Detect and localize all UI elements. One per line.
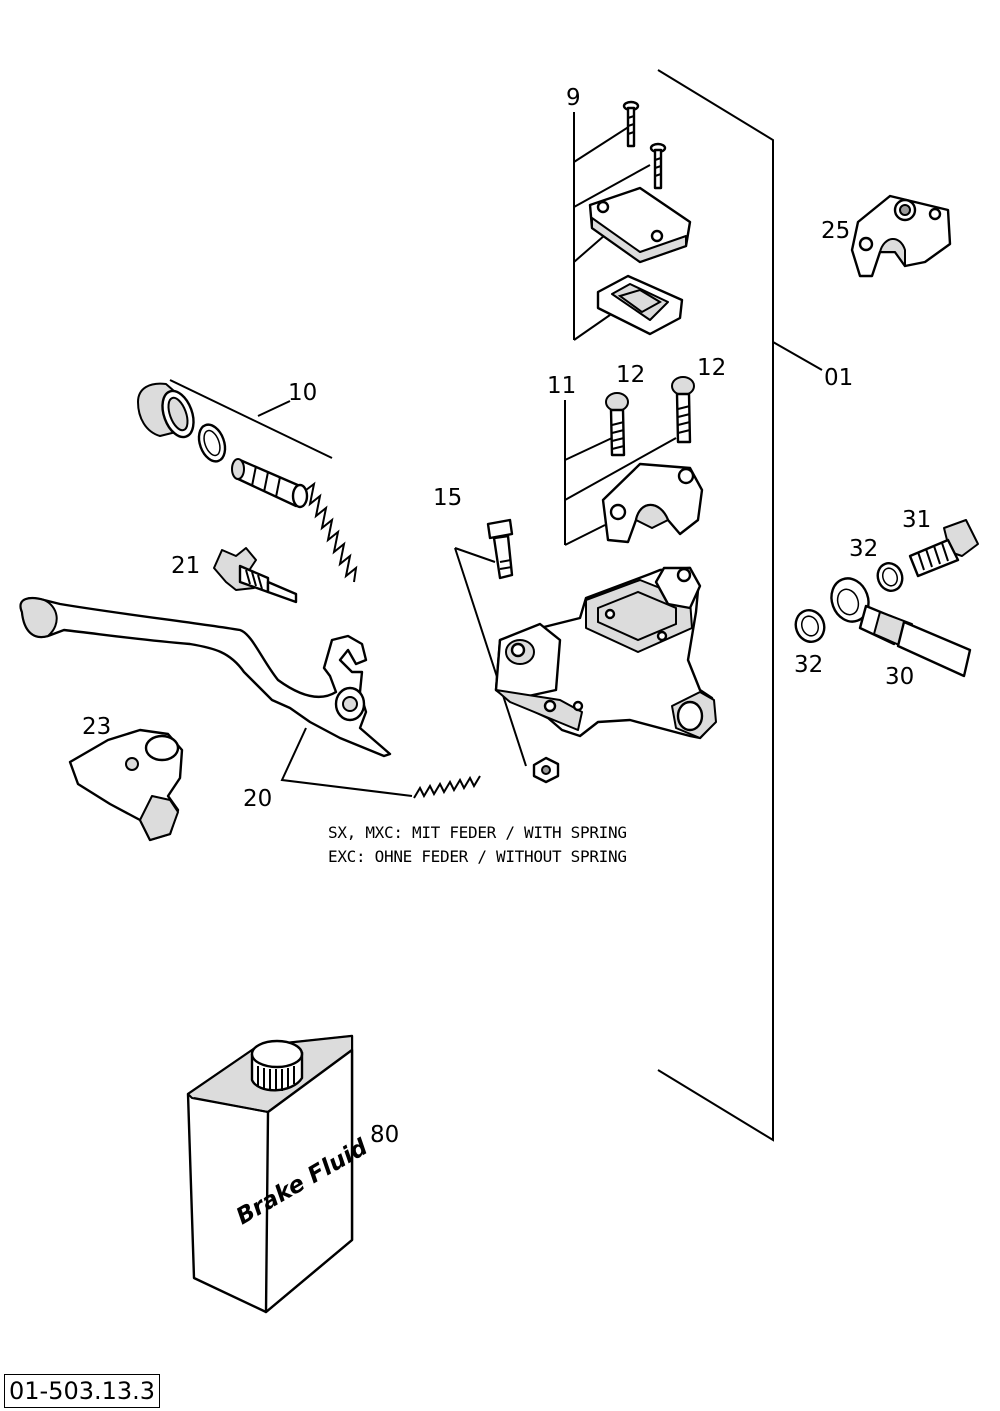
sealing-washer-lower (794, 609, 826, 643)
part-9-group (573, 100, 692, 341)
label-part-12-a: 12 (616, 362, 645, 388)
return-spring (305, 481, 358, 583)
pivot-nut (532, 756, 560, 784)
part-80-brake-fluid-can: Brake Fluid (186, 1034, 373, 1314)
label-part-30: 30 (885, 664, 914, 690)
circlip (197, 423, 227, 463)
lever-clamp (601, 462, 704, 544)
lever-spring (413, 775, 481, 799)
label-part-32-b: 32 (794, 652, 823, 678)
label-part-23: 23 (82, 714, 111, 740)
clamp-screw-2 (671, 376, 695, 444)
part-21-adjuster (213, 547, 298, 604)
pivot-bolt (486, 518, 514, 580)
part-20-hand-lever (19, 597, 481, 799)
note-without-spring: EXC: OHNE FEDER / WITHOUT SPRING (328, 847, 627, 866)
label-part-01: 01 (824, 365, 853, 391)
part-10-piston-kit (137, 379, 358, 583)
reservoir-diaphragm (596, 274, 684, 336)
label-part-9: 9 (566, 85, 581, 111)
note-with-spring: SX, MXC: MIT FEDER / WITH SPRING (328, 823, 627, 842)
clamp-screw-1 (605, 392, 629, 457)
sealing-washer-upper (876, 562, 904, 592)
piston (231, 458, 309, 509)
label-part-11: 11 (547, 373, 576, 399)
label-part-31: 31 (902, 507, 931, 533)
part-11-12-clamp (564, 376, 704, 546)
part-30-31-32-brake-line (794, 519, 979, 678)
part-25-handlebar-clamp (850, 194, 952, 278)
part-15-pivot-bolt (454, 518, 560, 784)
drawing-code: 01-503.13.3 (4, 1374, 161, 1408)
dust-boot (137, 382, 195, 439)
label-part-25: 25 (821, 218, 850, 244)
label-part-20: 20 (243, 786, 272, 812)
can-cap (250, 1039, 304, 1092)
label-part-32-a: 32 (849, 536, 878, 562)
label-part-12-b: 12 (697, 355, 726, 381)
label-part-10: 10 (288, 380, 317, 406)
part-23-lever-guard (68, 728, 184, 842)
brake-hose-30 (830, 577, 972, 678)
banjo-bolt-31 (908, 519, 979, 578)
reservoir-cover (588, 186, 692, 264)
label-part-80: 80 (370, 1122, 399, 1148)
label-part-21: 21 (171, 553, 200, 579)
master-cylinder-body (494, 566, 717, 740)
cover-screw-2 (649, 142, 667, 190)
cover-screw-1 (622, 100, 640, 148)
assembly-bracket-01 (657, 69, 823, 1142)
label-part-15: 15 (433, 485, 462, 511)
